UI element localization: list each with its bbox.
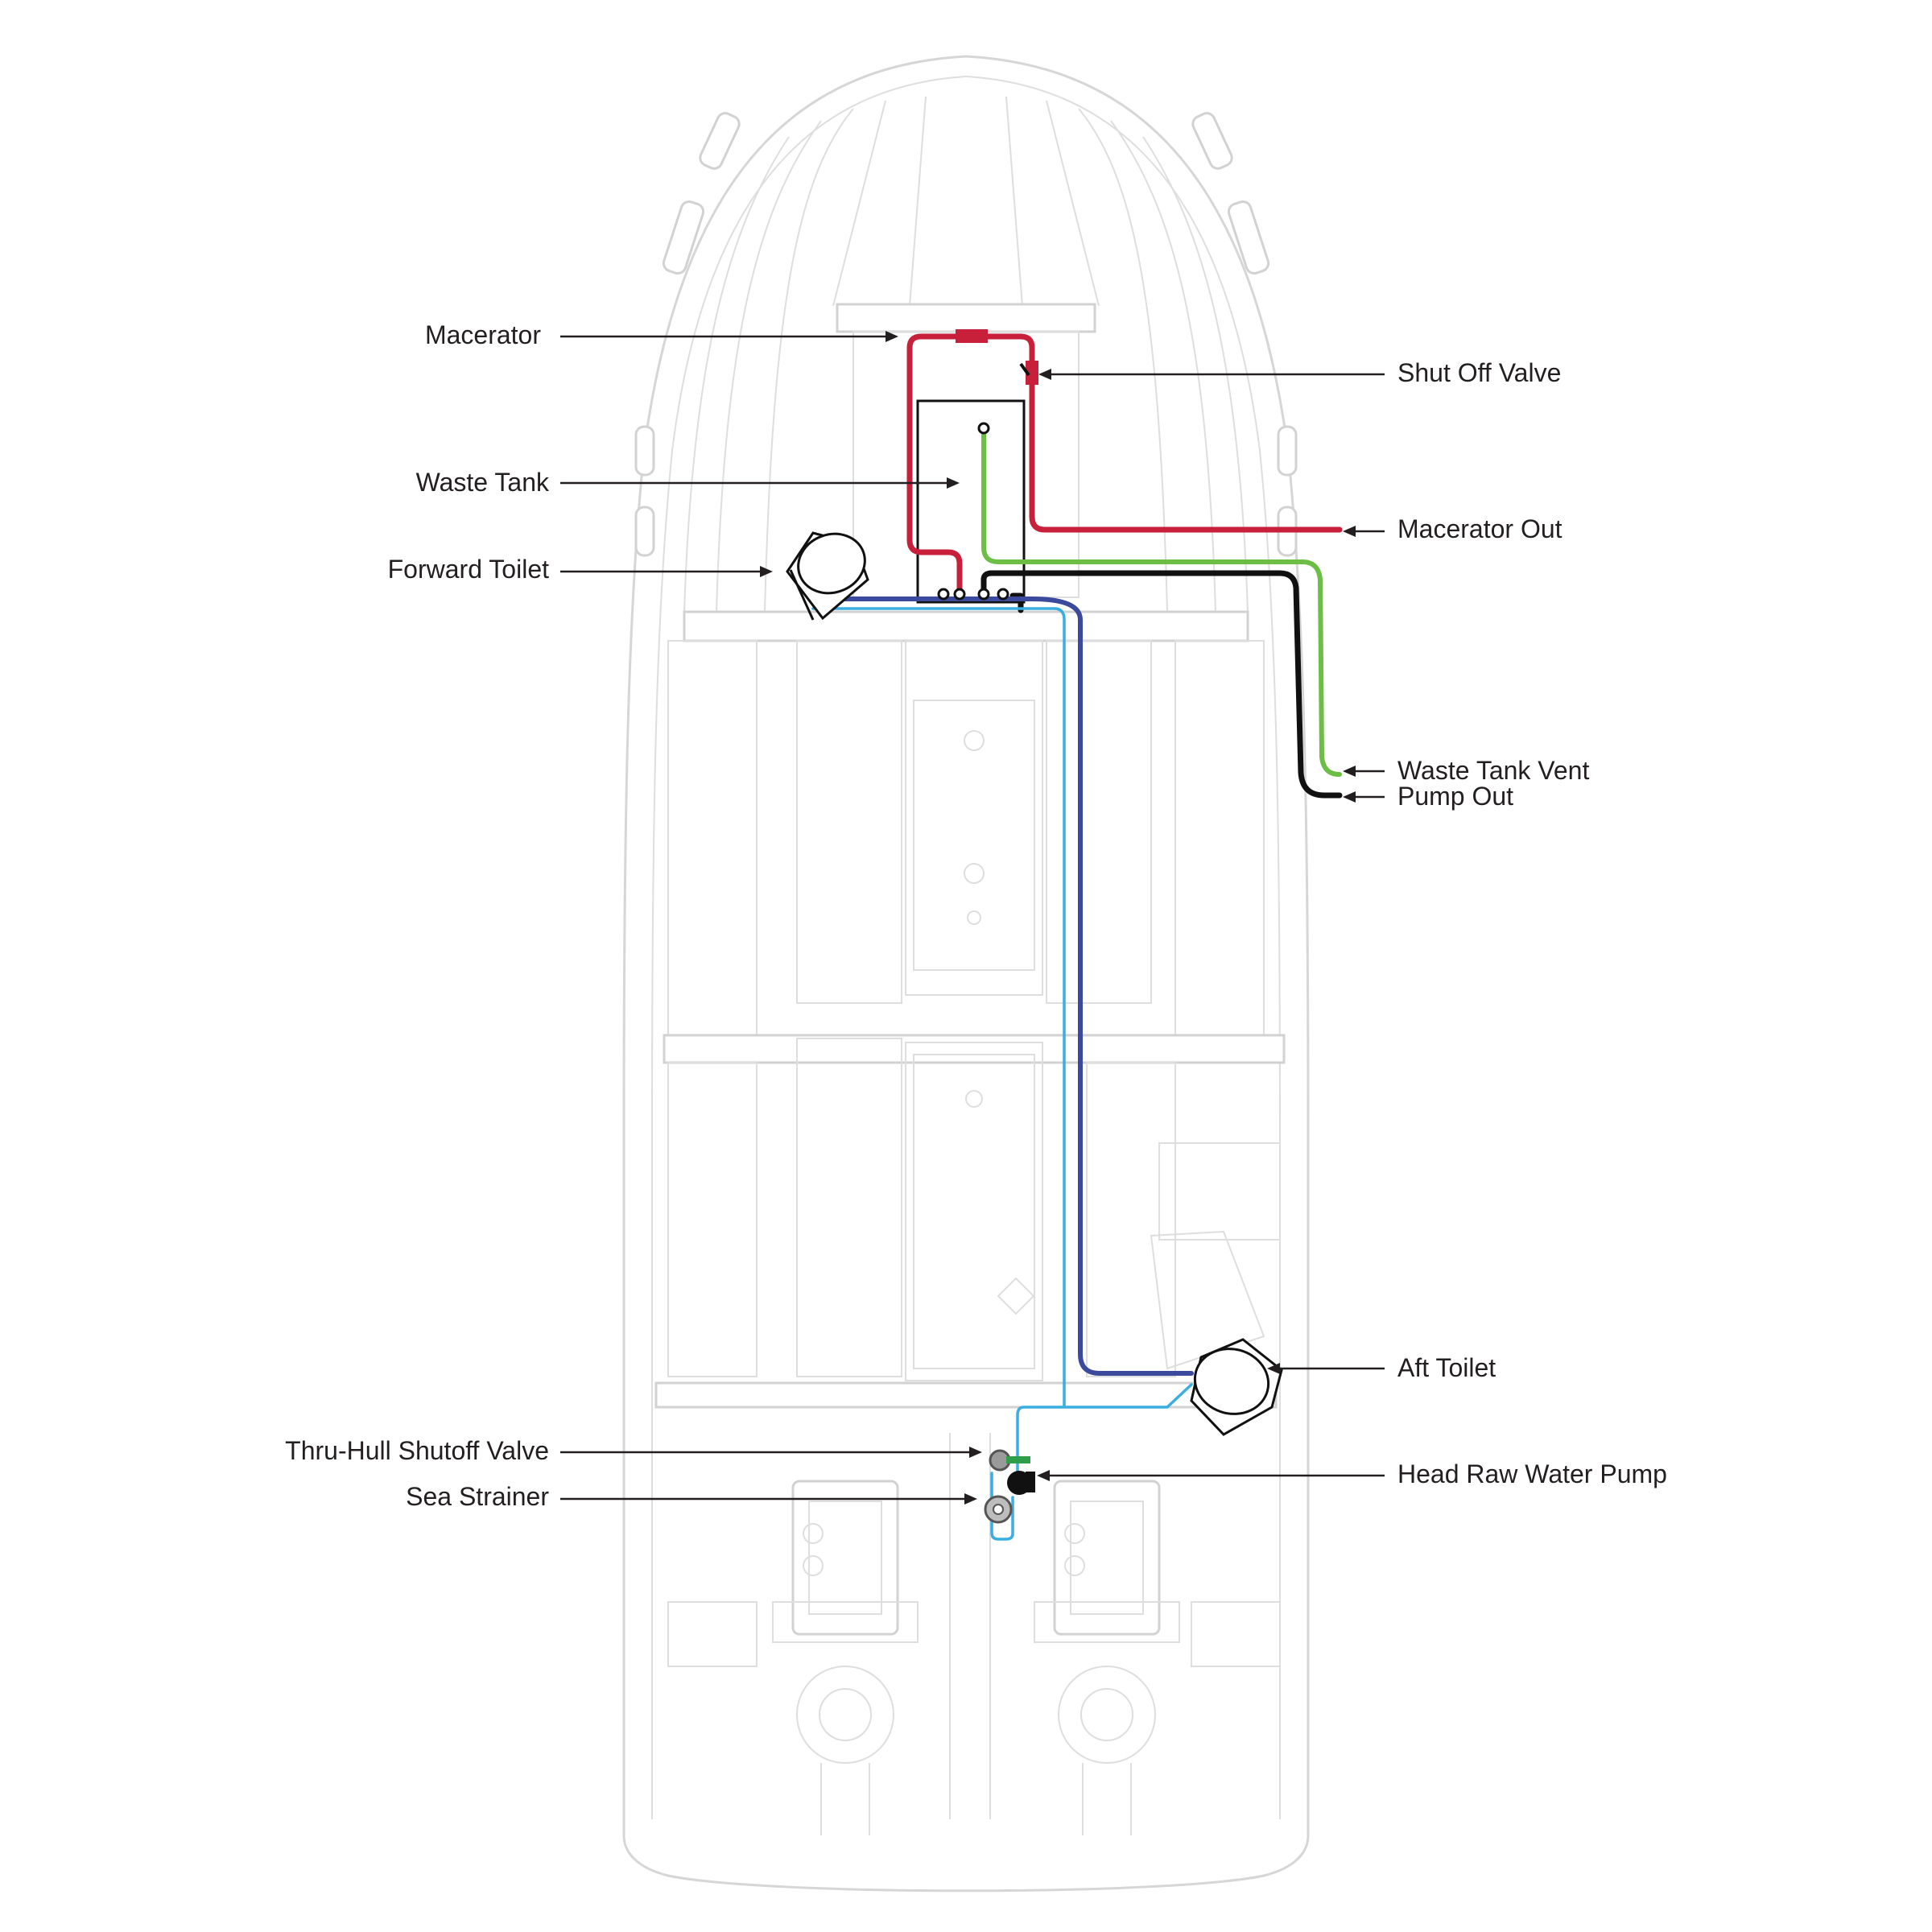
label-waste-tank-vent: Waste Tank Vent: [1397, 756, 1589, 785]
callouts: Macerator Waste Tank Forward Toilet Thru…: [285, 320, 1667, 1511]
label-sea-strainer: Sea Strainer: [406, 1482, 549, 1511]
arrowhead-head-raw-water-pump: [1037, 1470, 1050, 1481]
forward-toilet: [786, 531, 869, 621]
arrowhead-macerator-out: [1343, 526, 1356, 537]
arrowhead-waste-tank: [947, 477, 960, 489]
label-waste-tank: Waste Tank: [416, 468, 550, 497]
label-macerator: Macerator: [425, 320, 541, 349]
boat-hull: [622, 55, 1310, 1893]
arrowhead-forward-toilet: [760, 566, 773, 577]
arrowhead-sea-strainer: [964, 1493, 977, 1505]
shut-off-valve: [1026, 361, 1038, 385]
pump-out-line: [980, 570, 1343, 799]
label-head-raw-water-pump: Head Raw Water Pump: [1397, 1459, 1667, 1488]
head-raw-water-pump-body: [1026, 1472, 1035, 1492]
label-shut-off-valve: Shut Off Valve: [1397, 358, 1561, 387]
starboard-engine: [1034, 1480, 1180, 1835]
arrowhead-aft-toilet: [1267, 1363, 1280, 1374]
head-raw-water-pump: [1007, 1471, 1031, 1495]
waste-tank-vent-line: [981, 429, 1342, 777]
label-thru-hull-shutoff-valve: Thru-Hull Shutoff Valve: [285, 1436, 549, 1465]
label-macerator-out: Macerator Out: [1397, 514, 1563, 543]
vent-fitting: [977, 422, 990, 435]
macerator-line: [906, 333, 1343, 594]
shut-off-valve-handle: [1019, 362, 1030, 377]
label-aft-toilet: Aft Toilet: [1397, 1353, 1496, 1382]
waste-tank: [916, 399, 1026, 604]
port-engine: [772, 1480, 919, 1835]
label-pump-out: Pump Out: [1397, 782, 1513, 811]
toilet-discharge-line: [815, 597, 1194, 1376]
tank-fittings: [937, 588, 1009, 601]
arrowhead-thru-hull: [969, 1447, 982, 1458]
aft-toilet: [1190, 1338, 1283, 1436]
arrowhead-waste-tank-vent: [1343, 766, 1356, 777]
arrowhead-shut-off-valve: [1038, 369, 1051, 380]
arrowhead-macerator: [886, 331, 898, 342]
label-forward-toilet: Forward Toilet: [388, 555, 549, 584]
macerator-pump: [956, 329, 988, 343]
arrowhead-pump-out: [1343, 791, 1356, 803]
raw-water-line: [811, 607, 1193, 1541]
thru-hull-valve-handle: [1006, 1456, 1030, 1463]
sea-strainer-cap: [993, 1504, 1004, 1515]
